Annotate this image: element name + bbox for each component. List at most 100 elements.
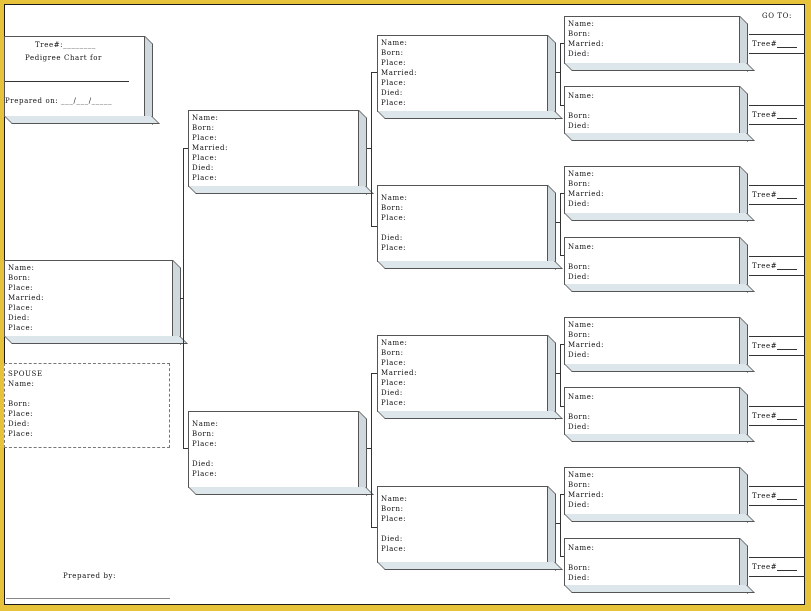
married-place-field[interactable]: Place: [381,79,407,87]
person-box-gen2-mother[interactable]: Name: Born: Place: Died: Place: [188,411,359,488]
name-field[interactable]: Name: [568,170,595,178]
name-field[interactable]: Name: [8,264,35,272]
born-field[interactable]: Born: [381,349,404,357]
person-box-gen3-1[interactable]: Name: Born: Place: Married: Place: Died:… [377,35,548,112]
tree-number-slot-1[interactable]: Tree# [752,40,798,48]
title-name-line[interactable] [5,81,129,82]
tree-number-slot-2[interactable]: Tree# [752,111,798,119]
born-field[interactable]: Born: [568,112,591,120]
name-field[interactable]: Name: [568,471,595,479]
married-field[interactable]: Married: [568,341,605,349]
tree-number-slot-8[interactable]: Tree# [752,563,798,571]
born-field[interactable]: Born: [381,505,404,513]
died-field[interactable]: Died: [8,314,30,322]
married-field[interactable]: Married: [381,69,418,77]
died-field[interactable]: Died: [568,501,590,509]
married-place-field[interactable]: Place: [381,379,407,387]
died-field[interactable]: Died: [381,535,403,543]
died-field[interactable]: Died: [568,200,590,208]
spouse-name-field[interactable]: Name: [8,380,35,388]
married-field[interactable]: Married: [568,491,605,499]
born-field[interactable]: Born: [568,30,591,38]
tree-number-label[interactable]: Tree#:________ [35,41,96,49]
died-place-field[interactable]: Place: [192,174,218,182]
person-box-gen4-7[interactable]: Name: Born: Married: Died: [564,467,740,515]
person-box-gen1[interactable]: Name: Born: Place: Married: Place: Died:… [4,260,173,337]
died-field[interactable]: Died: [568,574,590,582]
spouse-born-field[interactable]: Born: [8,400,31,408]
born-field[interactable]: Born: [568,331,591,339]
born-field[interactable]: Born: [8,274,31,282]
died-field[interactable]: Died: [381,89,403,97]
tree-number-slot-4[interactable]: Tree# [752,262,798,270]
born-field[interactable]: Born: [568,481,591,489]
born-field[interactable]: Born: [192,124,215,132]
person-box-gen3-4[interactable]: Name: Born: Place: Died: Place: [377,486,548,563]
married-field[interactable]: Married: [568,190,605,198]
died-field[interactable]: Died: [568,273,590,281]
born-place-field[interactable]: Place: [192,440,218,448]
person-box-gen3-3[interactable]: Name: Born: Place: Married: Place: Died:… [377,335,548,412]
died-place-field[interactable]: Place: [381,99,407,107]
married-field[interactable]: Married: [192,144,229,152]
born-place-field[interactable]: Place: [381,59,407,67]
person-box-gen4-5[interactable]: Name: Born: Married: Died: [564,317,740,365]
died-field[interactable]: Died: [192,460,214,468]
married-place-field[interactable]: Place: [192,154,218,162]
born-field[interactable]: Born: [192,430,215,438]
married-field[interactable]: Married: [381,369,418,377]
died-field[interactable]: Died: [381,234,403,242]
born-place-field[interactable]: Place: [381,214,407,222]
died-place-field[interactable]: Place: [192,470,218,478]
died-field[interactable]: Died: [568,122,590,130]
name-field[interactable]: Name: [568,243,595,251]
name-field[interactable]: Name: [381,194,408,202]
person-box-gen4-2[interactable]: Name: Born: Died: [564,86,740,134]
spouse-died-place-field[interactable]: Place: [8,430,34,438]
spouse-died-field[interactable]: Died: [8,420,30,428]
name-field[interactable]: Name: [381,495,408,503]
name-field[interactable]: Name: [381,339,408,347]
died-place-field[interactable]: Place: [381,545,407,553]
born-field[interactable]: Born: [568,564,591,572]
name-field[interactable]: Name: [192,420,219,428]
name-field[interactable]: Name: [568,20,595,28]
name-field[interactable]: Name: [381,39,408,47]
died-field[interactable]: Died: [381,389,403,397]
died-place-field[interactable]: Place: [8,324,34,332]
born-place-field[interactable]: Place: [8,284,34,292]
person-box-gen3-2[interactable]: Name: Born: Place: Died: Place: [377,185,548,262]
born-place-field[interactable]: Place: [381,359,407,367]
tree-number-slot-5[interactable]: Tree# [752,342,798,350]
died-place-field[interactable]: Place: [381,244,407,252]
prepared-by-line[interactable] [6,598,170,599]
married-field[interactable]: Married: [8,294,45,302]
prepared-on-label[interactable]: Prepared on: ___/___/_____ [5,97,113,105]
person-box-gen4-4[interactable]: Name: Born: Died: [564,237,740,285]
spouse-born-place-field[interactable]: Place: [8,410,34,418]
person-box-gen4-3[interactable]: Name: Born: Married: Died: [564,166,740,214]
died-place-field[interactable]: Place: [381,399,407,407]
spouse-box[interactable]: SPOUSE Name: Born: Place: Died: Place: [4,363,170,448]
died-field[interactable]: Died: [568,351,590,359]
name-field[interactable]: Name: [568,544,595,552]
name-field[interactable]: Name: [568,92,595,100]
died-field[interactable]: Died: [568,50,590,58]
born-field[interactable]: Born: [568,413,591,421]
born-place-field[interactable]: Place: [192,134,218,142]
born-field[interactable]: Born: [568,180,591,188]
person-box-gen4-6[interactable]: Name: Born: Died: [564,387,740,435]
born-field[interactable]: Born: [381,204,404,212]
name-field[interactable]: Name: [568,393,595,401]
born-field[interactable]: Born: [381,49,404,57]
name-field[interactable]: Name: [192,114,219,122]
person-box-gen2-father[interactable]: Name: Born: Place: Married: Place: Died:… [188,110,359,187]
died-field[interactable]: Died: [568,423,590,431]
married-field[interactable]: Married: [568,40,605,48]
born-field[interactable]: Born: [568,263,591,271]
name-field[interactable]: Name: [568,321,595,329]
born-place-field[interactable]: Place: [381,515,407,523]
tree-number-slot-3[interactable]: Tree# [752,191,798,199]
tree-number-slot-6[interactable]: Tree# [752,412,798,420]
married-place-field[interactable]: Place: [8,304,34,312]
